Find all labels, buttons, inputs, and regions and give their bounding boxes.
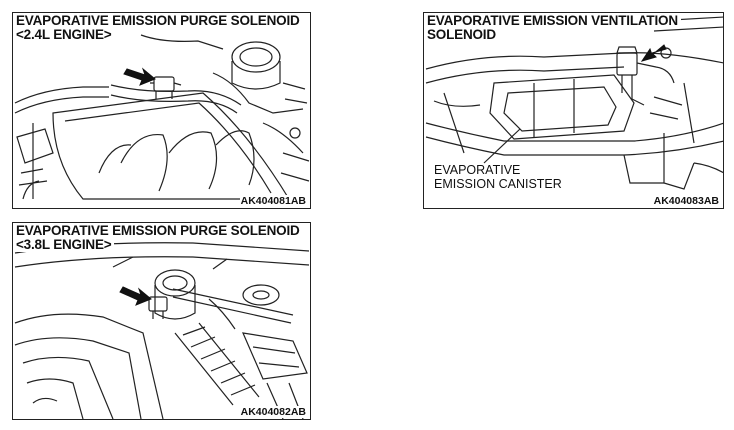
pointer-arrow bbox=[640, 44, 667, 62]
canister-callout: EVAPORATIVE EMISSION CANISTER bbox=[434, 163, 562, 191]
canister-illustration bbox=[425, 16, 723, 190]
engine-illustration-2-4l bbox=[14, 34, 310, 200]
panel-purge-solenoid-3-8l: EVAPORATIVE EMISSION PURGE SOLENOID <3.8… bbox=[12, 222, 311, 420]
figure-code: AK404081AB bbox=[239, 195, 307, 207]
panel-title: EVAPORATIVE EMISSION PURGE SOLENOID <2.4… bbox=[16, 14, 303, 42]
pointer-arrow bbox=[119, 286, 152, 306]
panel-purge-solenoid-2-4l: EVAPORATIVE EMISSION PURGE SOLENOID <2.4… bbox=[12, 12, 311, 209]
figure-code: AK404082AB bbox=[239, 406, 307, 418]
engine-illustration-3-8l bbox=[14, 242, 310, 419]
pointer-arrow bbox=[123, 67, 156, 86]
panel-title: EVAPORATIVE EMISSION VENTILATION SOLENOI… bbox=[427, 14, 681, 42]
panel-ventilation-solenoid: EVAPORATIVE EMISSION VENTILATION SOLENOI… bbox=[423, 12, 724, 209]
panel-title: EVAPORATIVE EMISSION PURGE SOLENOID <3.8… bbox=[16, 224, 303, 252]
figure-code: AK404083AB bbox=[652, 195, 720, 207]
